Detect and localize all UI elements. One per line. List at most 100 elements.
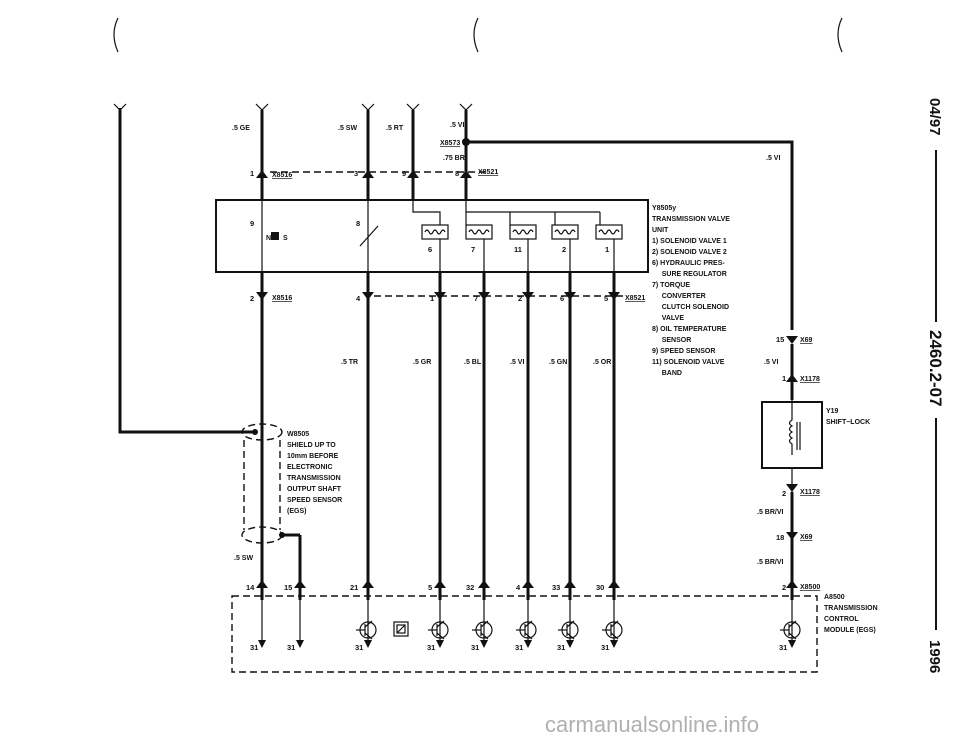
svg-text:SURE REGULATOR: SURE REGULATOR <box>652 271 727 278</box>
pin-number: 5 <box>604 294 608 303</box>
svg-text:(EGS): (EGS) <box>287 508 306 515</box>
driver-transistor-icon <box>558 620 579 640</box>
svg-text:OUTPUT SHAFT: OUTPUT SHAFT <box>287 486 342 493</box>
svg-text:TRANSMISSION: TRANSMISSION <box>287 475 341 482</box>
wire-end <box>113 103 127 111</box>
connector-id: X8516 <box>272 295 292 302</box>
wire-color-label: .5 SW <box>234 555 253 562</box>
ground-pin: 31 <box>779 643 787 652</box>
wire-color-label: .5 TR <box>341 359 358 366</box>
ground-pin: 31 <box>427 643 435 652</box>
wire-color-label: .5 GN <box>549 359 567 366</box>
wire-vi <box>459 103 473 200</box>
driver-transistor-icon <box>428 620 449 640</box>
wire-color-label: .5 BR/VI <box>757 559 784 566</box>
svg-text:TRANSMISSION: TRANSMISSION <box>824 605 878 612</box>
valve-pin: 11 <box>514 245 522 254</box>
wire-color-label: .5 BR/VI <box>757 509 784 516</box>
svg-text:SHIELD UP TO: SHIELD UP TO <box>287 442 336 449</box>
connector-id: X8516 <box>272 172 292 179</box>
svg-text:VALVE: VALVE <box>652 315 684 322</box>
svg-text:9) SPEED SENSOR: 9) SPEED SENSOR <box>652 348 715 355</box>
valve-unit-box <box>215 199 649 273</box>
component-id: Y8505y <box>652 205 676 212</box>
wire-color-label: .5 BL <box>464 359 482 366</box>
pin-number: 18 <box>776 533 784 542</box>
temperature-sensor-icon <box>393 621 409 637</box>
pin-number: 7 <box>474 294 478 303</box>
ground-pin: 31 <box>287 643 295 652</box>
driver-transistor-icon <box>516 620 537 640</box>
shield-ground-wire <box>118 108 255 434</box>
wire-color-label: .5 VI <box>764 359 778 366</box>
svg-text:TRANSMISSION VALVE: TRANSMISSION VALVE <box>652 216 730 223</box>
svg-text:SENSOR: SENSOR <box>652 337 691 344</box>
punch-mark <box>837 17 843 53</box>
wire-color-label: .5 VI <box>450 122 464 129</box>
wire-color-label: .5 RT <box>386 125 404 132</box>
component-id: A8500 <box>824 594 845 601</box>
pin-number: 8 <box>455 169 459 178</box>
wire-ge <box>255 103 269 200</box>
svg-text:SPEED SENSOR: SPEED SENSOR <box>287 497 342 504</box>
driver-transistor-icon <box>602 620 623 640</box>
component-id: W8505 <box>287 431 309 438</box>
pin-number: 30 <box>596 583 604 592</box>
ground-pin: 31 <box>557 643 565 652</box>
wire-color-label: .5 GE <box>232 125 250 132</box>
pin-number: 3 <box>354 169 358 178</box>
pin-number: 1 <box>250 169 254 178</box>
pin-number: 15 <box>776 335 784 344</box>
shield-legend: W8505 SHIELD UP TO 10mm BEFORE ELECTRONI… <box>287 431 342 515</box>
pin-number: 1 <box>430 294 434 303</box>
pin-number: 6 <box>560 294 564 303</box>
driver-transistor-icon <box>780 620 801 640</box>
driver-transistor-icon <box>356 620 377 640</box>
svg-text:6) HYDRAULIC PRES-: 6) HYDRAULIC PRES- <box>652 260 725 267</box>
wire-color-label: .5 GR <box>413 359 431 366</box>
connector-id: X69 <box>800 337 813 344</box>
valve-pin: 1 <box>605 245 609 254</box>
pin-number: 2 <box>518 294 522 303</box>
pin-number: 4 <box>356 294 361 303</box>
svg-text:CONVERTER: CONVERTER <box>652 293 706 300</box>
sensor-letter: N <box>266 235 271 242</box>
svg-text:MODULE (EGS): MODULE (EGS) <box>824 627 876 634</box>
pin-number: 1 <box>782 374 786 383</box>
svg-text:CLUTCH SOLENOID: CLUTCH SOLENOID <box>652 304 729 311</box>
connector-id: X69 <box>800 534 813 541</box>
connector-id: X8500 <box>800 584 820 591</box>
wire-color-label: .5 VI <box>510 359 524 366</box>
wire-vi-right <box>466 140 794 330</box>
shift-lock-box <box>761 401 823 469</box>
svg-text:2) SOLENOID VALVE 2: 2) SOLENOID VALVE 2 <box>652 249 727 256</box>
punch-mark <box>113 17 119 53</box>
svg-text:UNIT: UNIT <box>652 227 669 234</box>
thermistor-icon <box>359 225 379 247</box>
watermark: carmanualsonline.info <box>545 712 759 737</box>
valve-pin: 8 <box>356 219 360 228</box>
module-legend: A8500 TRANSMISSION CONTROL MODULE (EGS) <box>824 594 878 634</box>
pin-number: 2 <box>250 294 254 303</box>
pin-number: 5 <box>428 583 432 592</box>
component-name: SHIFT−LOCK <box>826 419 870 426</box>
shield-symbol <box>241 423 300 544</box>
pin-number: 2 <box>782 583 786 592</box>
svg-text:BAND: BAND <box>652 370 682 377</box>
pin-number: 21 <box>350 583 358 592</box>
connector-id: X8521 <box>625 295 645 302</box>
wire-rt <box>406 103 420 200</box>
svg-text:ELECTRONIC: ELECTRONIC <box>287 464 333 471</box>
pin-number: 9 <box>402 169 406 178</box>
punch-mark <box>473 17 479 53</box>
driver-transistor-icon <box>472 620 493 640</box>
margin-strip: 04/97 2460.2-07 1996 <box>926 98 945 673</box>
svg-text:10mm BEFORE: 10mm BEFORE <box>287 453 339 460</box>
wire-color-label: .5 OR <box>593 359 611 366</box>
margin-date: 04/97 <box>926 98 943 136</box>
ground-pin: 31 <box>515 643 523 652</box>
wire-color-label: .5 VI <box>766 155 780 162</box>
splice-wire-label: .75 BR <box>443 155 465 162</box>
valve-pin: 9 <box>250 219 254 228</box>
wire-color-label: .5 SW <box>338 125 357 132</box>
